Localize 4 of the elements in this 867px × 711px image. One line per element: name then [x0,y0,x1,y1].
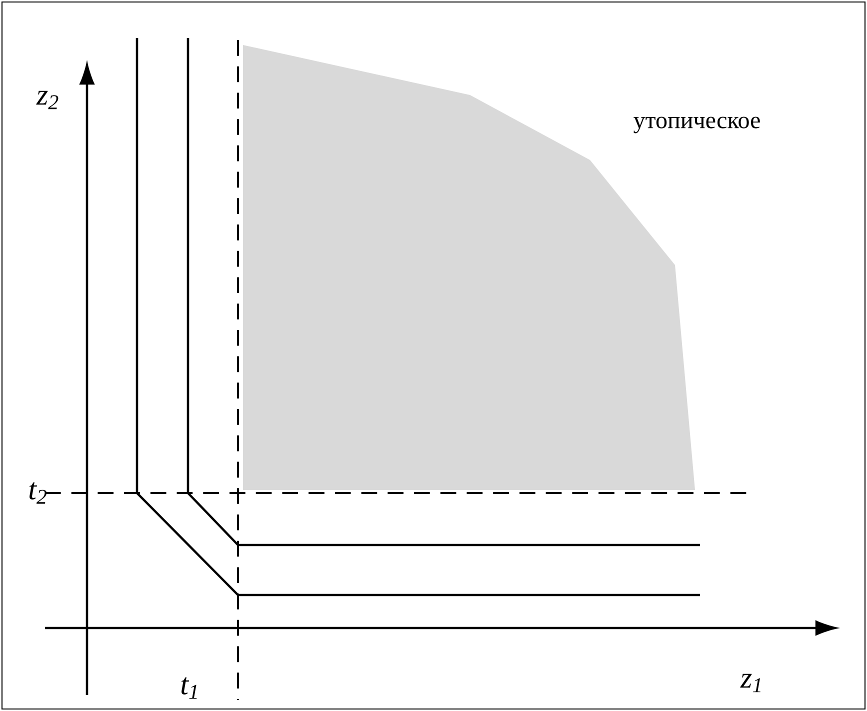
axis-label: z$_{2}$ [36,90,58,110]
axis-label: z$_{1}$ [740,674,760,692]
region-label: утопическое [634,116,760,134]
axis-label: t$_{1}$ [181,677,197,699]
